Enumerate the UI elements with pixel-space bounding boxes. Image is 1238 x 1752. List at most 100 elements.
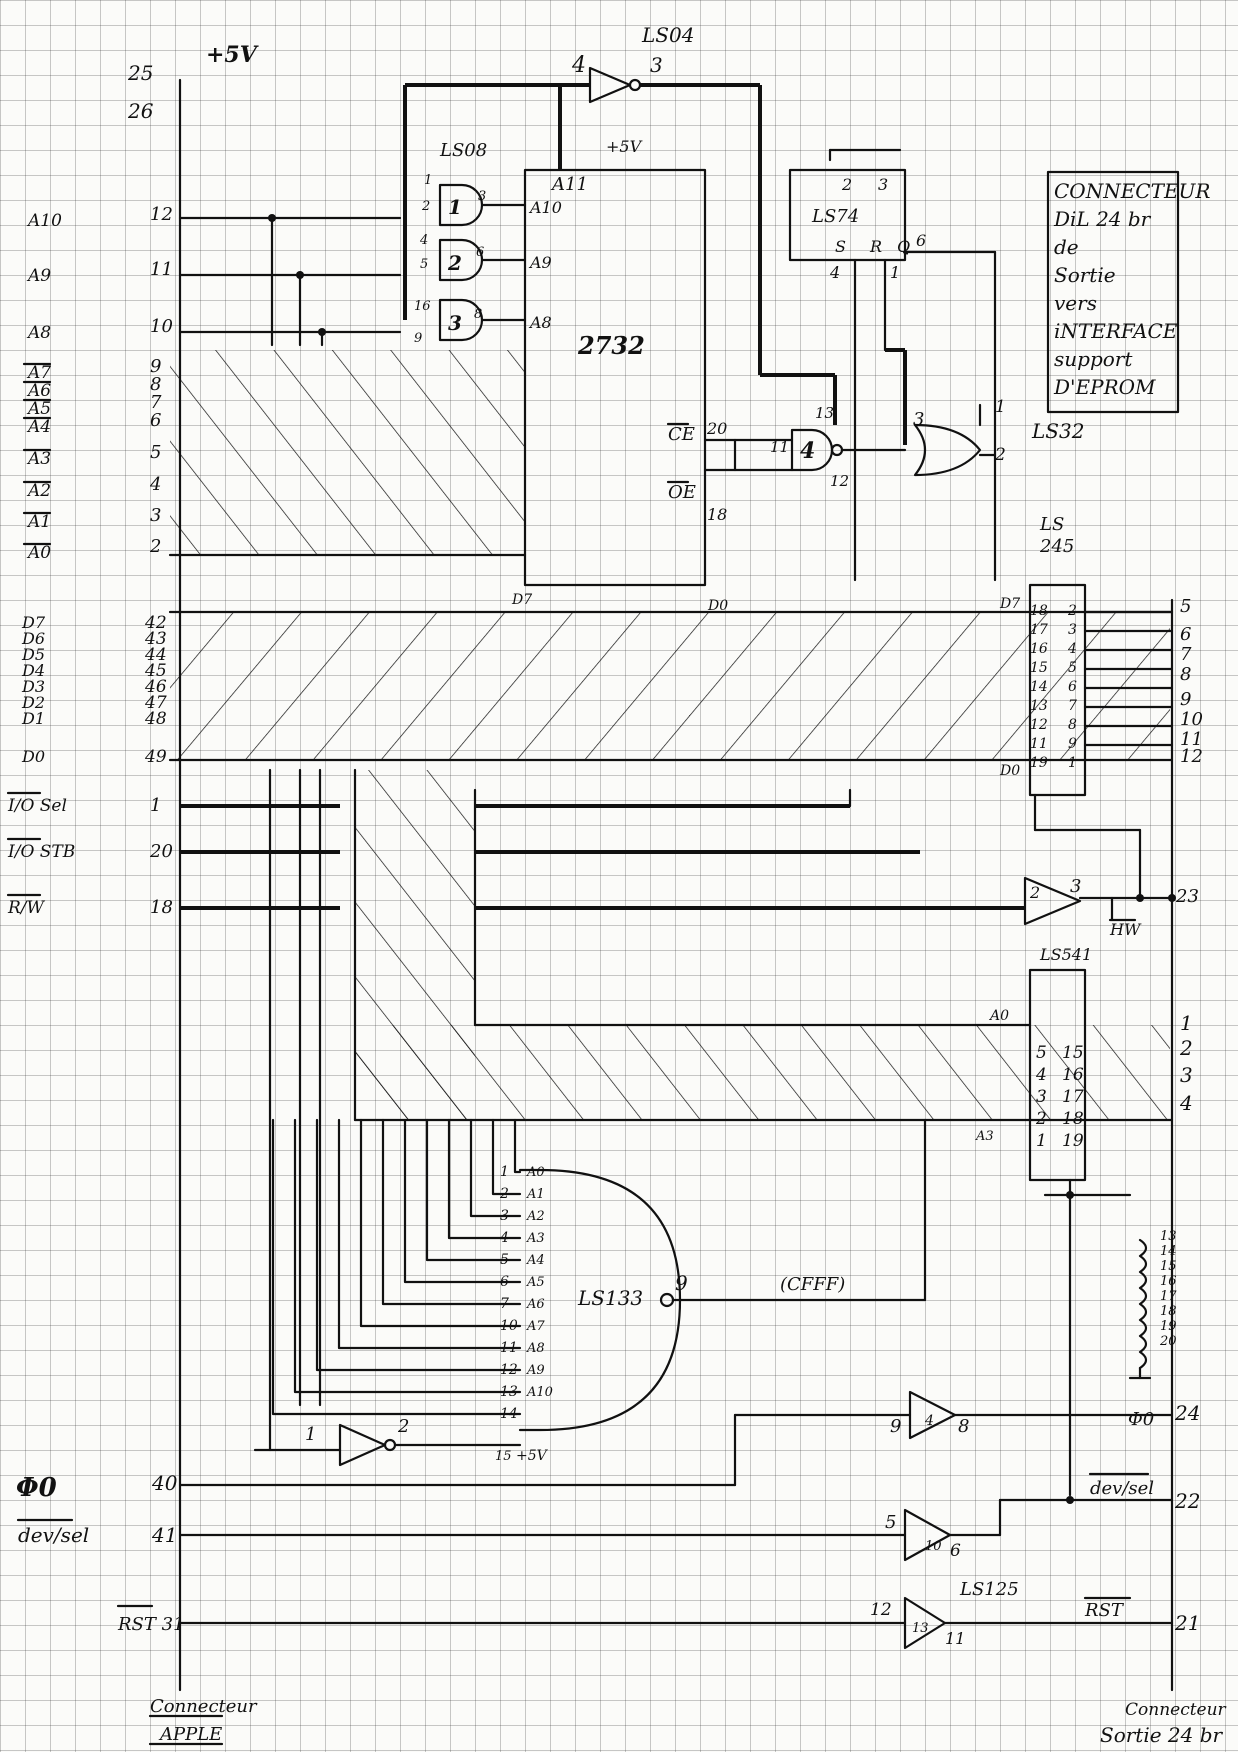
apple-pin-number: 49 [144,747,167,767]
ls74-label: LS74 [811,206,859,227]
ls133-pin: 13 [500,1384,518,1400]
ls133-pin: 11 [500,1340,518,1356]
ls133-pin: 10 [500,1318,518,1334]
connector-box-line: CONNECTEUR [1054,179,1210,203]
output-connector-box [1046,170,1180,414]
plus5v-b-label: +5V [606,137,643,156]
apple-pin-number: 46 [144,677,167,697]
ls125-label: LS125 [959,1579,1019,1600]
ls74-pin: 1 [890,263,900,282]
low-address-bus-hatch [355,1025,1170,1120]
devsel-out-label: dev/sel [1090,1478,1154,1499]
apple-pin-number: 41 [151,1523,177,1547]
apple-pin-number: 5 [150,442,161,463]
and-gate-pin: 8 [474,307,482,322]
output-pin-number: 13 [1160,1229,1177,1244]
output-pin-number: 17 [1160,1289,1177,1304]
buf-rw-out-pin: 3 [1070,876,1081,897]
pin-20-label: 20 [706,419,727,438]
nand-in2-pin: 12 [830,472,849,490]
buf2-out-pin: 6 [950,1541,961,1561]
apple-pin-number: 2 [149,536,161,557]
rw-buffer [1023,876,1082,926]
ls541-pin: 18 [1062,1109,1084,1129]
apple-pin-number: 7 [150,392,162,413]
ls04-out-pin: 3 [650,53,663,77]
buf-rw-in-pin: 2 [1029,883,1040,902]
ls133-pin: 6 [500,1274,509,1290]
ls541-a0-label: A0 [988,1008,1009,1024]
ls74-pin: S [835,237,846,256]
address-signal-label: A7 [26,363,51,383]
address-signal-label: A2 [26,481,51,501]
ls133-input-name: A2 [526,1209,545,1224]
ls245-d0-label: D0 [999,763,1020,779]
apple-pin-number: 6 [150,410,161,431]
plus5v-label: +5V [206,42,259,68]
ls133-pin: 3 [500,1208,509,1224]
ls74-pin: 4 [829,263,840,282]
and-gate-pin: 6 [476,245,484,260]
ls74-pin: 3 [878,175,888,194]
ls541-a3-label: A3 [975,1129,994,1144]
data-signal-label: D0 [21,747,45,766]
output-pin-number: 15 [1160,1259,1177,1274]
apple-pin-number: 43 [144,629,167,649]
output-pin-number: 4 [1179,1091,1193,1115]
and-gate-number: 3 [448,311,462,335]
and-gate-pin: 9 [414,331,422,346]
ls133-pin: 4 [499,1230,509,1246]
apple-pin-number: 11 [150,259,173,280]
ls245-chip [1028,583,1087,797]
output-pin-number: 5 [1180,596,1191,617]
buf2-in-pin: 5 [885,1512,896,1533]
ls08-and-gates [438,183,527,342]
apple-pin-number: 18 [150,897,173,918]
ls245-pin: 1 [1068,755,1077,771]
rst-out-label: RST [1084,1600,1125,1621]
connector-box-line: iNTERFACE [1054,319,1178,343]
ls245-pin: 12 [1030,717,1048,733]
apple-pin-number: 1 [150,795,161,816]
control-signal-label: I/O STB [7,842,75,862]
ls133-pin: 5 [500,1252,509,1268]
output-pin-number: 9 [1180,689,1191,710]
footer-left-line1: Connecteur [150,1696,258,1717]
output-pin-number: 16 [1160,1274,1177,1289]
apple-pin-number: 3 [150,505,161,526]
ls541-pin: 17 [1062,1087,1084,1107]
data-signal-label: D1 [21,709,45,728]
hw-label: HW [1109,920,1142,939]
ls04-inverter [588,66,632,104]
ls541-pin: 5 [1036,1043,1047,1063]
ls245-d7-label: D7 [999,596,1020,612]
ls32-label: LS32 [1031,419,1084,443]
ls541-pin: 3 [1036,1087,1047,1107]
connector-box-line: Sortie [1054,263,1116,287]
connector-box-line: DiL 24 br [1053,207,1152,231]
ls245-pin: 5 [1068,660,1077,676]
ls133-input-name: A1 [526,1187,545,1202]
address-bus-hatch [170,350,525,555]
output-pin-number: 3 [1180,1063,1193,1087]
buf1-number: 4 [924,1413,934,1429]
and-gate-pin: 2 [421,199,430,214]
connector-box-line: vers [1054,291,1097,315]
connector-box-line: D'EPROM [1053,375,1156,399]
ls74-pin: 2 [841,175,852,194]
ls133-input-name: A7 [526,1319,545,1334]
address-signal-label: A5 [26,399,51,419]
output-pin-number: 18 [1160,1304,1177,1319]
address-signal-label: A9 [26,266,51,286]
eprom-d7-label: D7 [511,592,532,608]
ls245-pin: 13 [1030,698,1048,714]
output-pin-number: 10 [1180,709,1203,730]
ls08-label: LS08 [439,140,487,161]
ls133-input-name: A10 [526,1385,553,1400]
and-gate-pin: 5 [420,257,428,272]
ls133-input-name: A0 [526,1165,545,1180]
ls245-pin: 9 [1068,736,1077,752]
data-signal-label: D7 [21,613,46,632]
address-signal-label: A4 [26,417,51,437]
